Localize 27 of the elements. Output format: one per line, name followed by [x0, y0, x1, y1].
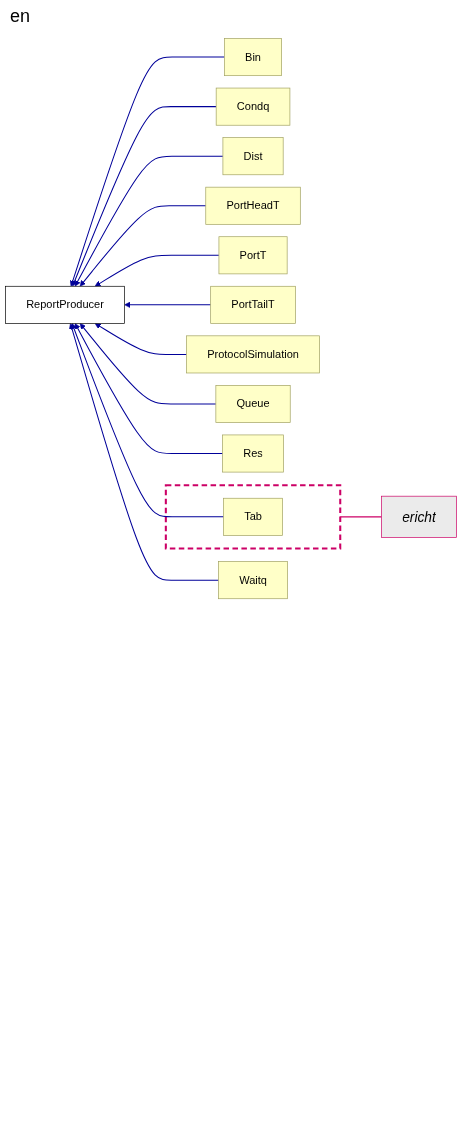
arrow: [74, 155, 224, 287]
node-box: PortHeadT: [205, 186, 301, 225]
node-box: Dist: [222, 137, 284, 176]
node-box: ericht: [381, 495, 457, 538]
node-box: ProtocolSimulation: [186, 335, 320, 374]
node-box: Condq: [215, 87, 291, 126]
connector: [339, 516, 383, 518]
node-box: Waitq: [218, 561, 288, 600]
node-box: ReportProducer: [5, 285, 125, 324]
arrow: [69, 323, 220, 581]
arrow: [79, 323, 217, 405]
arrow: [71, 323, 225, 518]
node-box: Queue: [215, 385, 291, 423]
cluster: [164, 484, 342, 550]
node-box: Tab: [223, 497, 283, 536]
node-box: Res: [222, 434, 284, 473]
arrow: [94, 254, 220, 287]
node-box: PortTailT: [210, 285, 296, 324]
node-box: PortT: [218, 236, 288, 275]
arrow: [69, 56, 225, 287]
arrow: [71, 106, 217, 287]
arrow: [124, 301, 212, 308]
arrow: [94, 323, 187, 355]
arrow: [74, 323, 224, 455]
arrow: [79, 205, 207, 287]
text-fragment: en: [10, 6, 31, 26]
node-box: Bin: [224, 38, 282, 76]
